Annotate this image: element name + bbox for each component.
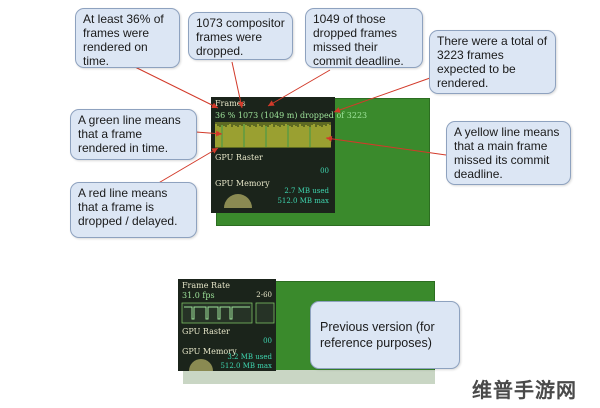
hud-old-mem-max: 512.0 MB max	[220, 362, 272, 370]
old-gpu-memory-gauge	[189, 359, 213, 371]
frame-rate-graph	[181, 302, 275, 324]
watermark-text: 维普手游网	[472, 378, 577, 402]
hud-old-gpu-raster-label: GPU Raster	[182, 327, 230, 336]
arrow-compositor-dropped	[231, 61, 244, 109]
callout-red-line: A red line means that a frame is dropped…	[70, 182, 197, 238]
arrow-red-line	[149, 147, 219, 189]
callout-dropped-missed: 1049 of those dropped frames missed thei…	[305, 8, 423, 68]
hud-frames-stat: 36 % 1073 (1049 m) dropped of 3223	[215, 111, 368, 120]
hud-old-fps: 31.0 fps	[182, 291, 215, 300]
arrow-green-line	[195, 130, 223, 137]
hud-old-gpu-raster-value: 00	[263, 337, 272, 345]
callout-green-line: A green line means that a frame rendered…	[70, 109, 197, 160]
hud-gpu-raster-label: GPU Raster	[215, 153, 263, 162]
hud-old-title: Frame Rate	[182, 281, 230, 290]
hud-old-range: 2-60	[256, 291, 272, 299]
gpu-memory-gauge	[224, 194, 252, 208]
arrow-frames-rendered	[134, 66, 219, 109]
page-area-old-bottom-strip	[183, 370, 435, 384]
hud-overlay-new: Frames 36 % 1073 (1049 m) dropped of 322…	[211, 97, 367, 213]
hud-gpu-memory-label: GPU Memory	[215, 179, 270, 188]
hud-frames-title: Frames	[215, 99, 246, 108]
hud-overlay-old: Frame Rate 31.0 fps 2-60 GPU Raster 00 G…	[178, 279, 276, 371]
hud-old-gpu-memory-label: GPU Memory	[182, 347, 237, 356]
hud-mem-used: 2.7 MB used	[284, 187, 329, 195]
arrow-total-expected	[333, 77, 431, 113]
hud-gpu-raster-value: 00	[320, 167, 329, 175]
arrow-yellow-line	[325, 135, 447, 156]
arrow-dropped-missed	[267, 69, 331, 107]
callout-total-expected: There were a total of 3223 frames expect…	[429, 30, 556, 94]
callout-compositor-dropped: 1073 compositor frames were dropped.	[188, 12, 293, 60]
callout-previous-version: Previous version (for reference purposes…	[310, 301, 460, 369]
callout-yellow-line: A yellow line means that a main frame mi…	[446, 121, 571, 185]
callout-frames-rendered: At least 36% of frames were rendered on …	[75, 8, 180, 68]
hud-mem-max: 512.0 MB max	[277, 197, 329, 205]
hud-old-mem-used: 3.2 MB used	[227, 353, 272, 361]
